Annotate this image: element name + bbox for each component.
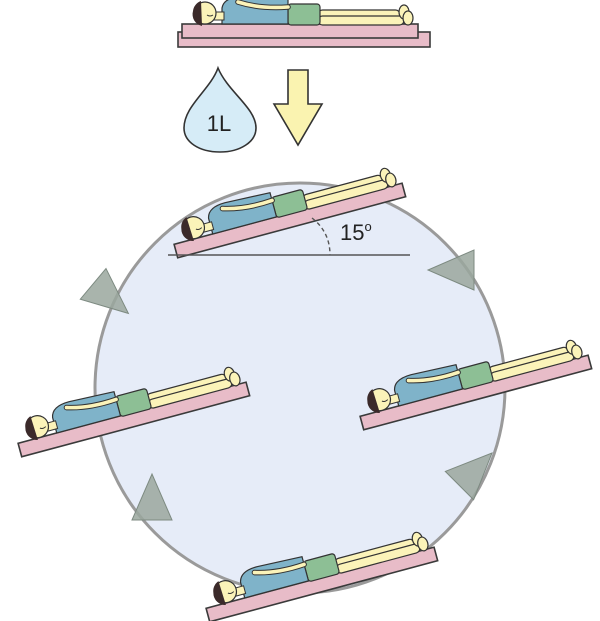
volume-label: 1L bbox=[207, 111, 231, 136]
down-arrow-icon bbox=[272, 69, 324, 147]
patient-supine-flat bbox=[177, 0, 431, 48]
angle-number: 15 bbox=[340, 220, 364, 245]
angle-arc bbox=[311, 217, 331, 256]
angle-value: 15o bbox=[340, 219, 372, 245]
water-drop-icon: 1L bbox=[183, 65, 257, 153]
degree-symbol: o bbox=[364, 219, 371, 234]
